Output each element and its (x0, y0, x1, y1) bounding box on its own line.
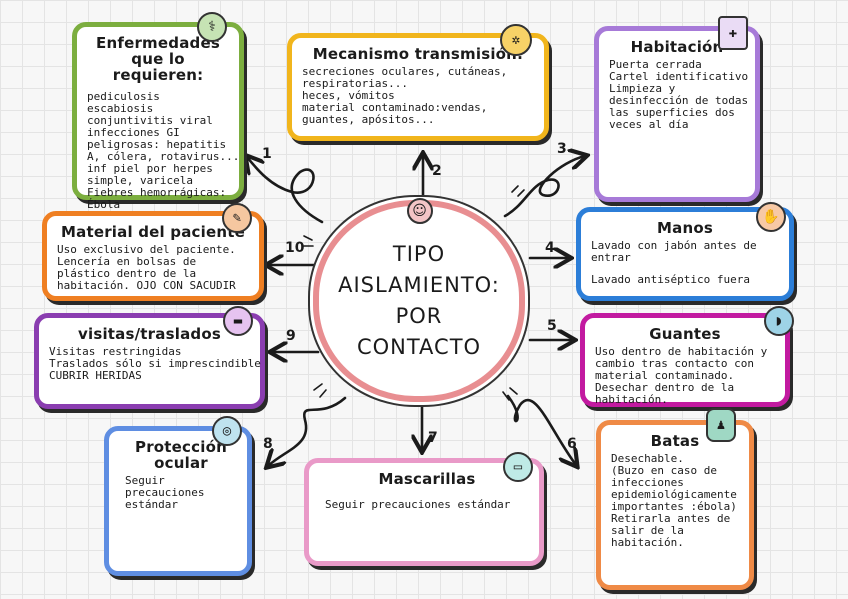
mascarillas-line-1: Seguir precauciones estándar (325, 499, 529, 511)
guantes-line-5: habitación. (595, 394, 775, 406)
center-line-4: CONTACTO (357, 332, 481, 363)
number-6: 6 (567, 436, 577, 452)
center-line-2: AISLAMIENTO: (338, 270, 500, 301)
center-node: ☺ TIPO AISLAMIENTO: POR CONTACTO (313, 200, 525, 402)
mecanismo-title: Mecanismo transmisión: (302, 46, 534, 62)
proteccion-line-3: estándar (125, 499, 237, 511)
number-4: 4 (545, 240, 555, 256)
bed-icon: ▬ (223, 306, 253, 336)
mascarillas-title: Mascarillas (325, 471, 529, 487)
number-9: 9 (286, 328, 296, 344)
number-7: 7 (428, 430, 438, 446)
arrow-8 (268, 398, 345, 466)
enfermedades-line-10: Ébola (87, 199, 229, 211)
hospital-room-icon: ✚ (718, 16, 748, 50)
nurse-icon: ☺ (407, 198, 433, 224)
number-10: 10 (285, 240, 304, 256)
doctor-icon: ⚕ (197, 12, 227, 42)
glove-icon: ◗ (764, 306, 794, 336)
number-2: 2 (432, 163, 442, 179)
material-line-4: habitación. OJO CON SACUDIR (57, 280, 249, 292)
card-enfermedades: Enfermedades que lo requieren:pediculosi… (72, 22, 244, 200)
habitacion-line-6: veces al día (609, 119, 745, 131)
enfermedades-title: Enfermedades que lo requieren: (87, 35, 229, 83)
visitas-line-3: CUBRIR HERIDAS (49, 370, 250, 382)
gown-icon: ♟ (706, 408, 736, 442)
center-line-1: TIPO (393, 239, 445, 270)
paintbrush-icon: ✎ (222, 203, 252, 233)
hand-icon: ✋ (756, 202, 786, 232)
mask-icon: ▭ (503, 452, 533, 482)
batas-line-8: habitación. (611, 537, 739, 549)
manos-line-2: entrar (591, 252, 779, 264)
guantes-title: Guantes (595, 326, 775, 342)
number-8: 8 (263, 436, 273, 452)
material-title: Material del paciente (57, 224, 249, 240)
manos-title: Manos (591, 220, 779, 236)
number-1: 1 (262, 146, 272, 162)
goggles-icon: ◎ (212, 416, 242, 446)
visitas-title: visitas/traslados (49, 326, 250, 342)
number-3: 3 (557, 141, 567, 157)
mecanismo-line-5: guantes, apósitos... (302, 114, 534, 126)
number-5: 5 (547, 318, 557, 334)
manos-line-4: Lavado antiséptico fuera (591, 274, 779, 286)
arrow-1 (247, 157, 322, 222)
germs-icon: ✲ (500, 24, 532, 56)
center-line-3: POR (396, 301, 443, 332)
